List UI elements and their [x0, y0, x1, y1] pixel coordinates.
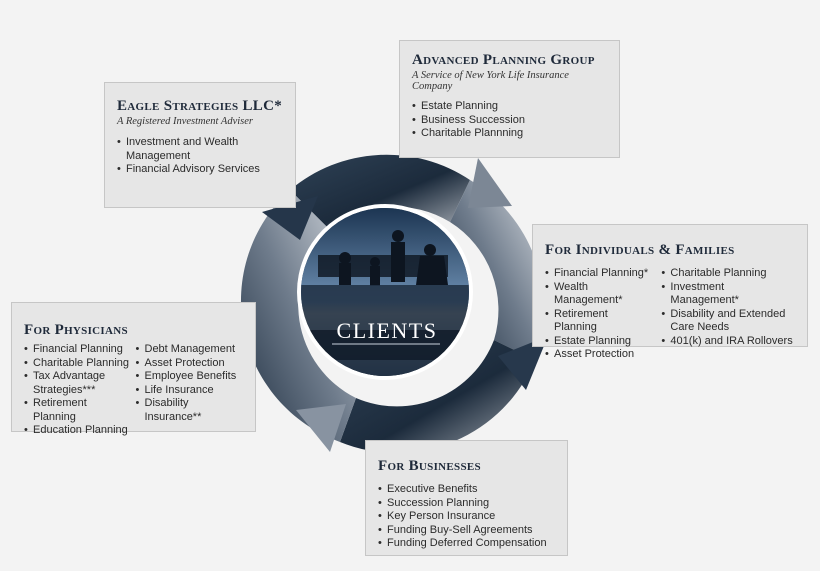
eagle-strategies-box: Eagle Strategies LLC* A Registered Inves… — [104, 82, 296, 208]
list-item: Investment Management* — [661, 281, 795, 308]
list-item: Charitable Plannning — [412, 127, 607, 141]
list-item: Employee Benefits — [136, 370, 244, 384]
arrow-tip-bottom — [498, 336, 548, 390]
cycle-segment-top — [290, 154, 470, 230]
list-item: Business Succession — [412, 114, 607, 128]
arrow-tip-top — [262, 196, 318, 240]
list-item: Executive Benefits — [378, 483, 555, 497]
list-item: Asset Protection — [136, 357, 244, 371]
list-item: 401(k) and IRA Rollovers — [661, 335, 795, 349]
cycle-segment-right — [450, 180, 544, 360]
list-item: Wealth Management* — [545, 281, 653, 308]
physicians-list-left: Financial Planning Charitable Planning T… — [24, 343, 132, 438]
list-item: Education Planning — [24, 424, 132, 438]
list-item: Disability Insurance** — [136, 397, 244, 424]
list-item: Charitable Planning — [24, 357, 132, 371]
list-item: Investment and Wealth Management — [117, 136, 283, 163]
list-item: Charitable Planning — [661, 267, 795, 281]
list-item: Funding Buy-Sell Agreements — [378, 524, 555, 538]
advanced-subtitle: A Service of New York Life Insurance Com… — [412, 70, 569, 92]
list-item: Estate Planning — [412, 100, 607, 114]
businesses-box: For Businesses Executive Benefits Succes… — [365, 440, 568, 556]
list-item: Life Insurance — [136, 384, 244, 398]
list-item: Retirement Planning — [24, 397, 132, 424]
eagle-subtitle: A Registered Investment Adviser — [117, 116, 253, 127]
meeting-scene-image — [301, 208, 469, 376]
list-item: Succession Planning — [378, 497, 555, 511]
arrow-tip-left — [296, 404, 346, 452]
list-item: Debt Management — [136, 343, 244, 357]
list-item: Disability and Extended Care Needs — [661, 308, 795, 335]
advanced-title: Advanced Planning Group — [412, 52, 595, 68]
eagle-title: Eagle Strategies LLC* — [117, 98, 283, 114]
businesses-list: Executive Benefits Succession Planning K… — [378, 483, 555, 551]
physicians-title: For Physicians — [24, 322, 128, 338]
list-item: Financial Planning — [24, 343, 132, 357]
list-item: Financial Planning* — [545, 267, 653, 281]
list-item: Estate Planning — [545, 335, 653, 349]
individuals-families-box: For Individuals & Families Financial Pla… — [532, 224, 808, 361]
arrow-tip-right — [468, 158, 512, 208]
individuals-list-right: Charitable Planning Investment Managemen… — [661, 267, 795, 362]
list-item: Funding Deferred Compensation — [378, 537, 555, 551]
individuals-list-left: Financial Planning* Wealth Management* R… — [545, 267, 653, 362]
list-item: Asset Protection — [545, 348, 653, 362]
physicians-list-right: Debt Management Asset Protection Employe… — [136, 343, 244, 438]
list-item: Key Person Insurance — [378, 510, 555, 524]
eagle-list: Investment and Wealth Management Financi… — [117, 136, 283, 177]
list-item: Tax Advantage Strategies*** — [24, 370, 132, 397]
clients-label: CLIENTS — [336, 318, 438, 343]
businesses-title: For Businesses — [378, 458, 481, 474]
individuals-title: For Individuals & Families — [545, 242, 735, 258]
physicians-box: For Physicians Financial Planning Charit… — [11, 302, 256, 437]
list-item: Retirement Planning — [545, 308, 653, 335]
advanced-planning-box: Advanced Planning Group A Service of New… — [399, 40, 620, 158]
cycle-segment-left — [240, 190, 356, 442]
advanced-list: Estate Planning Business Succession Char… — [412, 100, 607, 141]
cycle-segment-bottom — [340, 340, 535, 453]
list-item: Financial Advisory Services — [117, 163, 283, 177]
